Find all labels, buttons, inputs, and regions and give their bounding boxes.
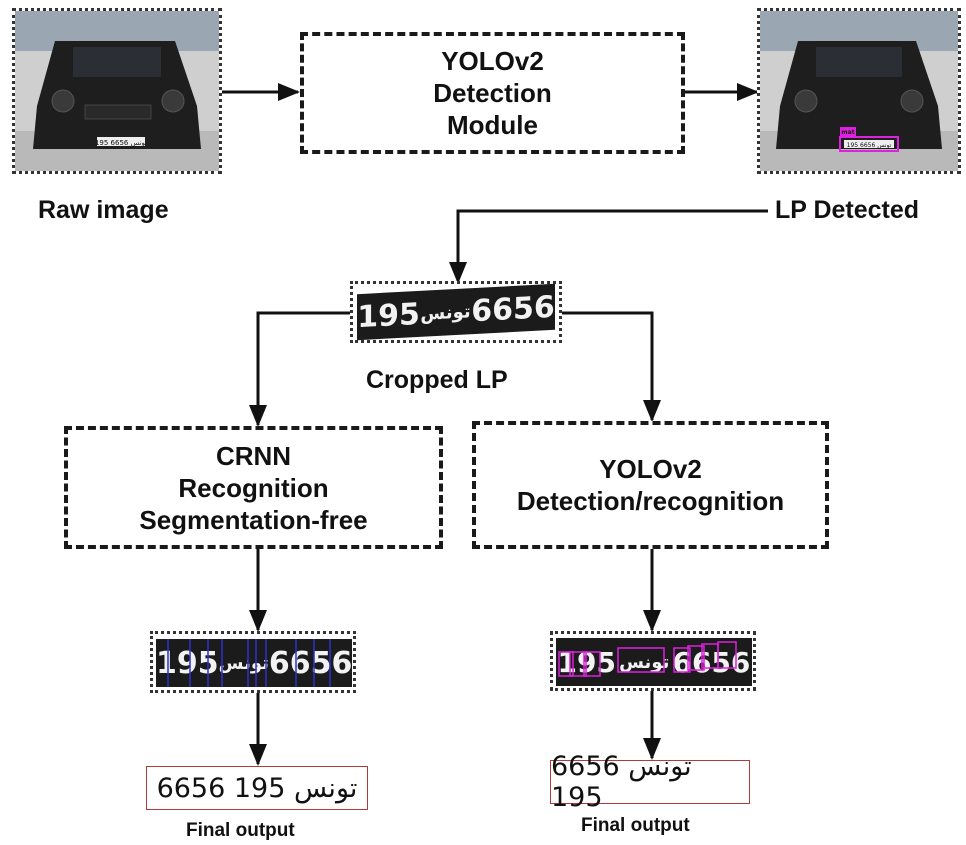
crnn-line-3: Segmentation-free	[139, 504, 368, 535]
final-output-right-label: Final output	[581, 815, 690, 836]
yolo-rec-line-1: YOLOv2	[599, 454, 702, 484]
crnn-plate-right-number: 6656	[268, 645, 353, 681]
cropped-lp-label: Cropped LP	[366, 366, 508, 394]
yolo-plate-right-number: 6656	[672, 645, 751, 679]
crnn-recognition-box: CRNN Recognition Segmentation-free	[64, 426, 443, 549]
crnn-plate: 195 تونس 6656	[156, 639, 352, 687]
final-output-right-box: 6656 تونس 195	[550, 751, 750, 813]
arrow-cropped-to-crnn	[249, 311, 352, 427]
yolov2-recognition-box: YOLOv2 Detection/recognition	[472, 421, 829, 549]
yolo-plate-frame: 195 تونس 6656	[550, 631, 756, 691]
plate-arabic: تونس	[420, 300, 471, 325]
detection-box	[839, 136, 899, 152]
yolov2-detection-module: YOLOv2 Detection Module	[300, 32, 685, 154]
final-output-left-label: Final output	[186, 820, 295, 841]
crnn-line-1: CRNN	[215, 440, 292, 471]
crnn-segment-lines	[167, 639, 331, 687]
detected-image-frame: mat 195 تونس 6656	[757, 8, 961, 174]
raw-image-frame: 195 تونس 6656	[12, 8, 222, 174]
detector-line-2: Detection	[433, 78, 552, 108]
yolo-plate-arabic: تونس	[619, 651, 670, 673]
final-output-left-box: 6656 تونس 195	[146, 766, 368, 810]
svg-text:195 تونس 6656: 195 تونس 6656	[847, 142, 892, 149]
lp-detected-label: LP Detected	[775, 196, 920, 224]
car-photo-raw: 195 تونس 6656	[15, 11, 219, 171]
crnn-plate-frame: 195 تونس 6656	[150, 631, 356, 693]
cropped-lp-frame: 195 تونس 6656	[350, 281, 562, 343]
raw-image-label: Raw image	[38, 196, 169, 224]
raw-plate-text: 195 تونس 6656	[95, 139, 147, 147]
plate-left-number: 195	[357, 296, 420, 335]
cropped-plate: 195 تونس 6656	[357, 283, 555, 341]
yolo-plate-left-number: 195	[557, 645, 616, 679]
final-output-right-text: 6656 تونس 195	[551, 751, 692, 813]
final-output-left-text: 6656 تونس 195	[156, 772, 358, 804]
arrow-cropped-to-yolo	[560, 311, 661, 422]
yolo-char-boxes	[558, 641, 737, 677]
yolo-plate: 195 تونس 6656	[556, 638, 752, 686]
crnn-line-2: Recognition	[178, 472, 329, 503]
detection-tag: mat	[841, 129, 854, 136]
yolo-rec-line-2: Detection/recognition	[516, 486, 785, 516]
car-photo-detected: mat 195 تونس 6656	[760, 11, 958, 171]
detector-line-1: YOLOv2	[441, 46, 544, 76]
plate-right-number: 6656	[471, 289, 555, 329]
detector-line-3: Module	[447, 110, 538, 140]
arrow-detected-to-cropped	[449, 209, 768, 284]
